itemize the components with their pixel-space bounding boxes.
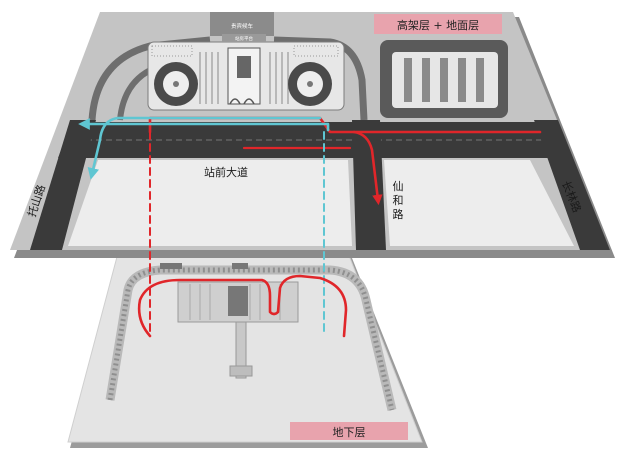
roundabout-right (288, 62, 332, 106)
route-cyan-turn (87, 116, 322, 180)
top-building-label: 贵宾候车 (231, 22, 254, 30)
terminal-parking-left (199, 52, 219, 104)
underground-tag-bg (290, 422, 408, 440)
terminal-platform-strip (222, 34, 266, 42)
road-main-label: 站前大道 (204, 165, 248, 179)
block-south-right (384, 160, 574, 246)
road-mid-char-2: 和 (393, 194, 404, 207)
route-cyan-west (78, 118, 330, 132)
route-red-south (352, 130, 383, 206)
underground-concourse-grid (189, 284, 281, 320)
road-mid (352, 120, 386, 250)
routes (78, 116, 542, 338)
terminal-platform-label: 站房平台 (235, 35, 253, 42)
underground-parking-dots (107, 267, 395, 411)
terminal-core-inner (237, 56, 251, 78)
underground-sign-left (160, 263, 182, 269)
block-south-left (68, 160, 352, 246)
upper-plate: 贵宾候车 站房平台 (10, 12, 615, 258)
underground-spine (235, 321, 247, 379)
top-building (210, 12, 274, 36)
underground-sign-mid (232, 263, 248, 269)
roundabout-left (154, 62, 198, 106)
upper-tag-label: 高架层 + 地面层 (397, 18, 479, 32)
road-mid-label: 仙 和 路 (393, 180, 404, 221)
plaza-dots-left (151, 45, 193, 57)
terminal-entry-arches (229, 98, 255, 105)
bus-depot-bays (404, 58, 484, 102)
underground-tag-label: 地下层 (333, 426, 366, 439)
route-red-underground-loop (137, 274, 348, 338)
underground-core (228, 286, 248, 316)
terminal-parking-right (269, 52, 289, 104)
road-mid-char-1: 仙 (393, 180, 404, 193)
underground-plate: 地下层 (67, 252, 428, 448)
road-left (30, 120, 96, 250)
approach-road-left (88, 36, 211, 121)
plaza-dots-right (293, 45, 339, 57)
underground-spine-end (229, 365, 253, 377)
road-mid-char-3: 路 (393, 208, 404, 221)
road-right (534, 120, 610, 250)
upper-tag-bg (374, 14, 502, 34)
